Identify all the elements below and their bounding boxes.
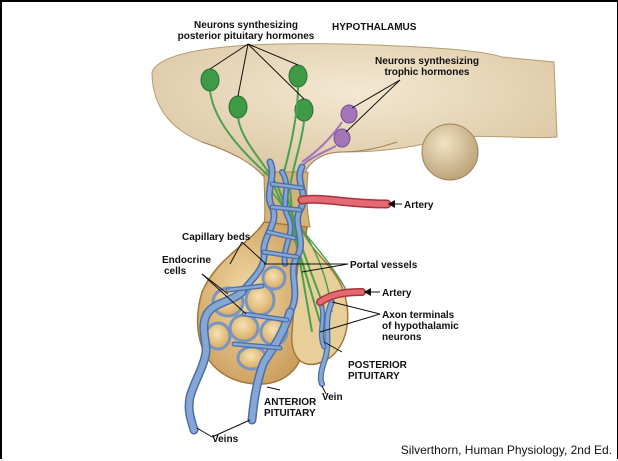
label-portal-vessels: Portal vessels (350, 260, 418, 271)
label-vein: Vein (322, 392, 343, 403)
label-artery-lower: Artery (382, 288, 412, 299)
label-endocrine-line2: cells (164, 266, 187, 277)
arrow-artery-lower (364, 288, 380, 296)
label-posterior-line1: POSTERIOR (348, 360, 408, 371)
label-anterior-line2: PITUITARY (264, 408, 316, 419)
label-posterior-line2: PITUITARY (348, 371, 400, 382)
label-neurons-trophic-line1: Neurons synthesizing (375, 56, 479, 67)
label-anterior-line1: ANTERIOR (264, 397, 317, 408)
label-neurons-posterior-line2: posterior pituitary hormones (178, 31, 315, 42)
upper-artery (302, 199, 387, 204)
label-endocrine-line1: Endocrine (162, 255, 211, 266)
label-neurons-trophic-line2: trophic hormones (384, 67, 469, 78)
label-axon-line3: neurons (382, 332, 422, 343)
mammillary-body (422, 124, 478, 180)
label-artery-upper: Artery (404, 200, 434, 211)
label-axon-line2: of hypothalamic (382, 321, 459, 332)
label-axon-line1: Axon terminals (382, 310, 455, 321)
label-capillary-beds: Capillary beds (182, 232, 251, 243)
image-credit: Silverthorn, Human Physiology, 2nd Ed. (401, 443, 612, 457)
label-neurons-posterior-line1: Neurons synthesizing (194, 20, 298, 31)
label-hypothalamus: HYPOTHALAMUS (332, 22, 417, 33)
label-veins: Veins (212, 434, 239, 445)
